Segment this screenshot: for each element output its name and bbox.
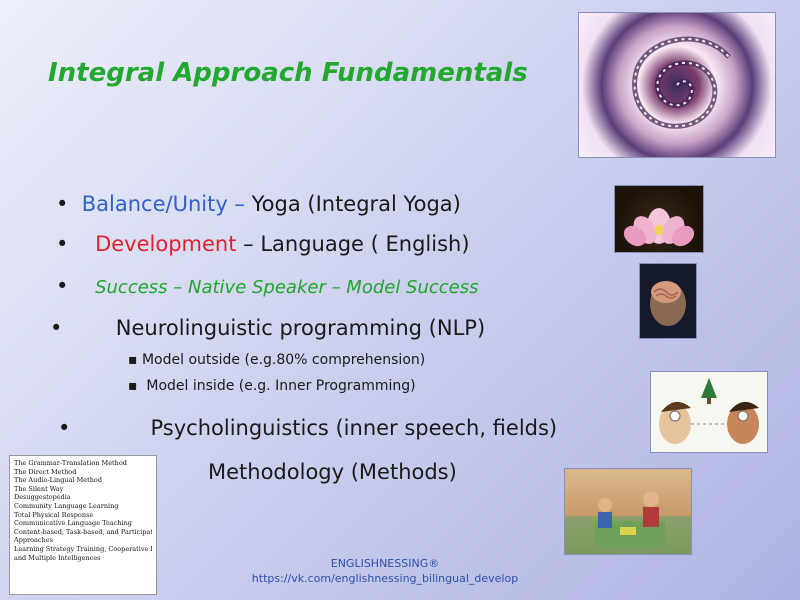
methods-list-image: The Grammar-Translation Method The Direc… (9, 455, 157, 595)
footer: ENGLISHNESSING® https://vk.com/englishne… (240, 556, 530, 586)
square-bullet-icon: ▪ (128, 378, 147, 394)
bullet-dot-icon: • (56, 274, 96, 298)
methods-list-item: Content-based, Task-based, and Participa… (14, 527, 152, 536)
methods-list-item: Learning Strategy Training, Cooperative … (14, 544, 152, 553)
bullet-nlp: • Neurolinguistic programming (NLP) (50, 316, 486, 340)
methods-list-item: Approaches (14, 536, 53, 545)
lotus-flower-image (614, 185, 704, 253)
slide-title: Integral Approach Fundamentals (48, 58, 528, 88)
footer-brand: ENGLISHNESSING® (330, 557, 440, 570)
children-playing-photo (564, 468, 692, 555)
methods-list-item: The Grammar-Translation Method (14, 459, 127, 467)
bullet-dot-icon: • (50, 316, 116, 340)
bullet-dot-icon: • (56, 192, 82, 216)
inner-speech-illustration (650, 371, 768, 453)
footer-url-link[interactable]: https://vk.com/englishnessing_bilingual_… (251, 572, 519, 585)
bullet-dot-icon: • (56, 232, 96, 256)
bullet-development: • Development – Language ( English) (56, 232, 470, 256)
bullet-success: • Success – Native Speaker – Model Succe… (56, 274, 479, 298)
methods-list-item: The Direct Method (14, 467, 77, 476)
methods-list-item: Total Physical Response (14, 510, 94, 519)
methods-list-item: The Audio-Lingual Method (14, 476, 102, 485)
sub-bullet-model-inside: ▪ Model inside (e.g. Inner Programming) (128, 378, 416, 394)
methods-list-item: The Silent Way (14, 484, 64, 493)
bullet-balance-unity: • Balance/Unity – Yoga (Integral Yoga) (56, 192, 461, 216)
methods-list-item: and Multiple Intelligences (14, 553, 101, 562)
brain-head-image (639, 263, 697, 339)
methods-list-item: Community Language Learning (14, 501, 119, 510)
methodology-line: Methodology (Methods) (208, 460, 457, 484)
spiral-fractal-image (578, 12, 776, 158)
bullet-dot-icon: • (58, 416, 151, 440)
methods-list-item: Desuggestopedia (14, 493, 71, 502)
methods-list-item: Communicative Language Teaching (14, 519, 132, 528)
square-bullet-icon: ▪ (128, 352, 142, 368)
sub-bullet-model-outside: ▪ Model outside (e.g.80% comprehension) (128, 352, 426, 368)
bullet-psycholinguistics: • Psycholinguistics (inner speech, field… (58, 416, 558, 440)
